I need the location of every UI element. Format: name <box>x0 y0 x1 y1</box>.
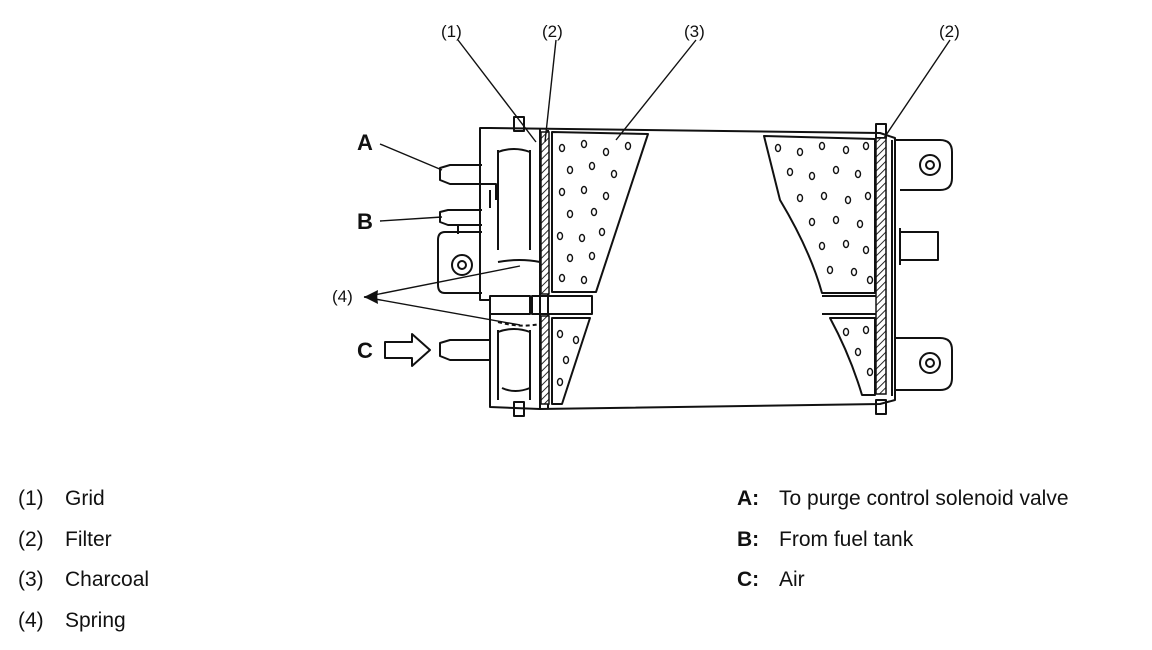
canister-diagram: (1) (2) (3) (2) (4) A B C <box>332 22 960 417</box>
port-a-label: A <box>357 130 373 155</box>
callout-2-label-left: (2) <box>542 22 563 41</box>
legend-code: C: <box>737 568 760 591</box>
charcoal-granules <box>556 139 874 387</box>
legend-label: To purge control solenoid valve <box>779 487 1069 510</box>
legend-code: (2) <box>18 528 44 551</box>
left-end-chamber <box>497 116 531 417</box>
legend-label: Air <box>779 568 805 591</box>
legend-item-spring: (4) Spring <box>18 610 126 631</box>
filter-left-upper <box>540 131 550 295</box>
right-end-cap <box>875 123 953 415</box>
legend-label: Spring <box>65 609 126 632</box>
charcoal-right <box>763 135 876 396</box>
arrowhead-4-lower <box>364 295 378 304</box>
callout-2-label-right: (2) <box>939 22 960 41</box>
port-c-label: C <box>357 338 373 363</box>
port-b-label: B <box>357 209 373 234</box>
divider-plate <box>489 259 880 327</box>
port-b-nipple <box>439 209 482 234</box>
legend-code: (4) <box>18 609 44 632</box>
legend-code: (3) <box>18 568 44 591</box>
callout-3-label: (3) <box>684 22 705 41</box>
port-a-nipple <box>439 164 497 208</box>
legend-code: A: <box>737 487 760 510</box>
legend-label: Charcoal <box>65 568 150 591</box>
callout-4-label: (4) <box>332 287 353 306</box>
legend-item-port-c: C: Air <box>737 569 805 590</box>
callout-1-label: (1) <box>441 22 462 41</box>
legend-item-charcoal: (3) Charcoal <box>18 569 149 590</box>
legend-label: From fuel tank <box>779 528 914 551</box>
legend-label: Filter <box>65 528 112 551</box>
legend-item-grid: (1) Grid <box>18 488 105 509</box>
air-inlet-arrow-icon <box>384 333 431 367</box>
left-mounting-bracket <box>437 231 482 294</box>
port-c-nipple <box>439 339 490 361</box>
legend-item-port-b: B: From fuel tank <box>737 529 913 550</box>
filter-left-lower <box>540 315 550 405</box>
legend-code: B: <box>737 528 760 551</box>
legend-label: Grid <box>65 487 105 510</box>
charcoal-left <box>551 131 649 405</box>
legend-item-filter: (2) Filter <box>18 529 112 550</box>
filter-right <box>875 137 887 395</box>
legend-item-port-a: A: To purge control solenoid valve <box>737 488 1069 509</box>
legend-code: (1) <box>18 487 44 510</box>
leader-lines <box>363 39 951 326</box>
